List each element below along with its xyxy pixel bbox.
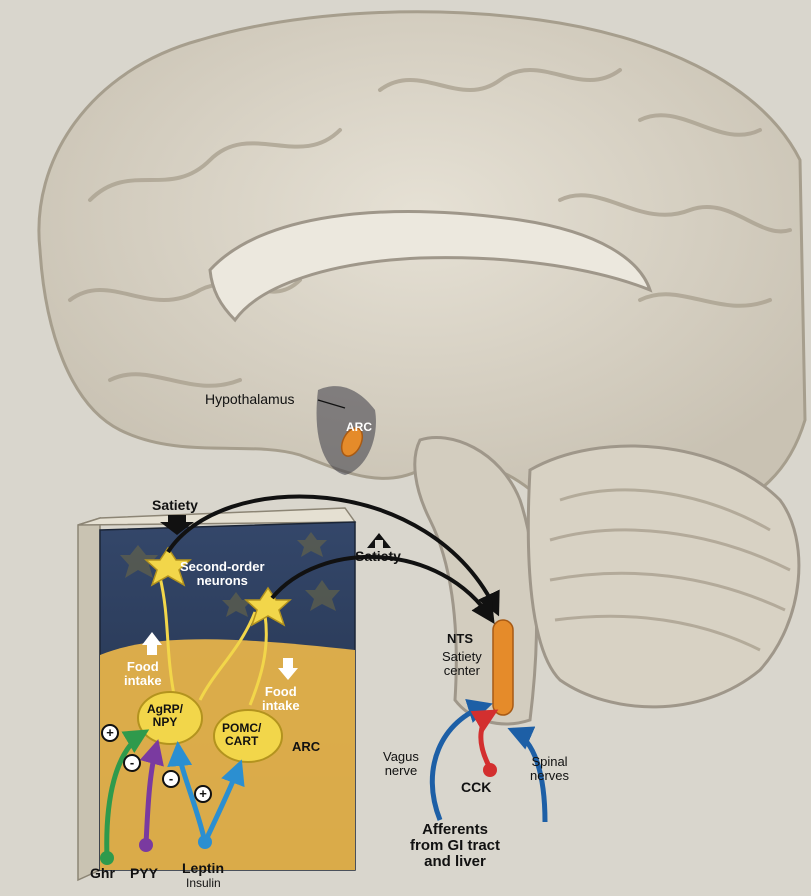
leptin-plus-sign: +: [194, 785, 212, 803]
satiety-top-label: Satiety: [152, 498, 198, 513]
pyy-node: [139, 838, 153, 852]
food-intake-down-label: Food intake: [262, 685, 300, 712]
arc-box-label: ARC: [292, 740, 320, 754]
ghr-node: [100, 851, 114, 865]
afferents-label: Afferents from GI tract and liver: [410, 822, 500, 869]
leptin-minus-sign: -: [162, 770, 180, 788]
satiety-mid-label: Satiety: [355, 549, 401, 564]
nts-nucleus: [493, 620, 513, 715]
nts-label: NTS: [447, 632, 473, 646]
leptin-node: [198, 835, 212, 849]
cck-label: CCK: [461, 780, 491, 795]
cck-node: [483, 763, 497, 777]
agrp-npy-label: AgRP/ NPY: [147, 703, 183, 728]
pyy-label: PYY: [130, 866, 158, 881]
hypothalamus-label: Hypothalamus: [205, 392, 295, 407]
satiety-center-label: Satiety center: [442, 650, 482, 677]
food-intake-up-label: Food intake: [124, 660, 162, 687]
leptin-label: Leptin: [182, 861, 224, 876]
arc-brain-label: ARC: [346, 421, 372, 434]
pomc-cart-label: POMC/ CART: [222, 722, 261, 747]
ghr-label: Ghr: [90, 866, 115, 881]
insulin-label: Insulin: [186, 877, 221, 890]
pyy-sign: -: [123, 754, 141, 772]
second-order-neurons-label: Second-order neurons: [180, 560, 265, 587]
vagus-nerve-label: Vagus nerve: [383, 750, 419, 777]
spinal-nerves-label: Spinal nerves: [530, 755, 569, 782]
ghr-sign: +: [101, 724, 119, 742]
